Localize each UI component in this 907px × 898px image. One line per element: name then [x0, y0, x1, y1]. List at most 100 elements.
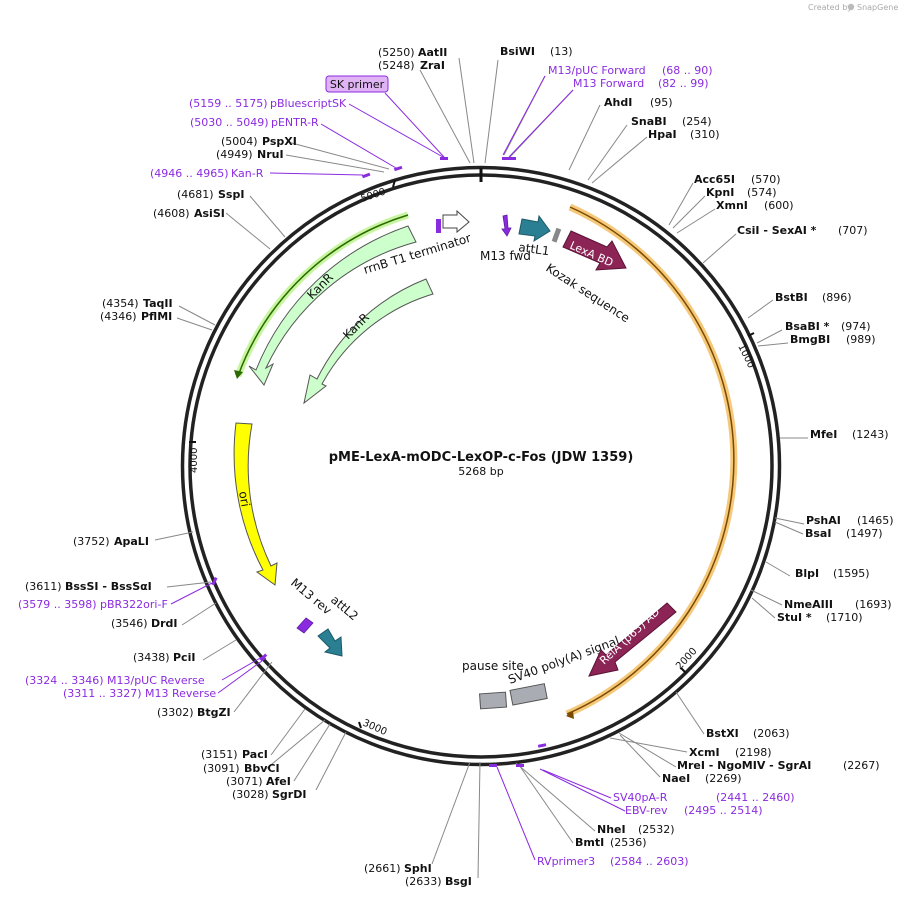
primer-pos: (68 .. 90)	[662, 64, 713, 77]
feature-m13fwd[interactable]: M13 fwd	[480, 214, 531, 263]
site-pos: (5004)	[221, 135, 258, 148]
site-name: ZraI	[420, 59, 445, 72]
site-name: BtgZI	[197, 706, 231, 719]
site-name: TaqII	[143, 297, 173, 310]
site-pos: (574)	[747, 186, 777, 199]
site-name: Acc65I	[694, 173, 735, 186]
leader-lines	[154, 57, 808, 879]
site-name: NheI	[597, 823, 626, 836]
site-pos: (570)	[751, 173, 781, 186]
site-pos: (254)	[682, 115, 712, 128]
primer-name: pBluescriptSK	[270, 97, 347, 110]
primer-pos: (5030 .. 5049)	[190, 116, 269, 129]
site-name: HpaI	[648, 128, 677, 141]
site-pos: (3028)	[232, 788, 269, 801]
primer-name: M13/pUC Forward	[548, 64, 646, 77]
primer-pos: (2441 .. 2460)	[716, 791, 795, 804]
sk-primer-label: SK primer	[330, 78, 385, 91]
feature-label-m13fwd: M13 fwd	[480, 249, 531, 263]
site-name: PshAI	[806, 514, 841, 527]
primer-name: M13 Forward	[573, 77, 644, 90]
site-name: SphI	[404, 862, 432, 875]
site-name: KpnI	[706, 186, 734, 199]
primer-pos: (4946 .. 4965)	[150, 167, 229, 180]
plasmid-name: pME-LexA-mODC-LexOP-c-Fos (JDW 1359)	[329, 450, 634, 465]
site-name: AsiSI	[194, 207, 225, 220]
site-name: NaeI	[662, 772, 690, 785]
site-pos: (600)	[764, 199, 794, 212]
site-name: BssSI - BssSαI	[65, 580, 152, 593]
site-name: SnaBI	[631, 115, 667, 128]
feature-label-m13rev: M13 rev	[288, 576, 334, 618]
plasmid-length: 5268 bp	[458, 465, 503, 478]
feature-kanr-inner[interactable]: KanR	[303, 278, 434, 405]
feature-pause-site[interactable]: pause site	[462, 659, 524, 710]
site-name: BsgI	[445, 875, 472, 888]
site-name: SspI	[218, 188, 244, 201]
primer-name: RVprimer3	[537, 855, 595, 868]
primer-pos: (3579 .. 3598)	[18, 598, 97, 611]
site-name: BsiWI	[500, 45, 535, 58]
tick-5000: 5000	[360, 179, 396, 205]
site-name: BstXI	[706, 727, 739, 740]
feature-ori[interactable]: ori	[233, 422, 278, 586]
site-pos: (1693)	[855, 598, 892, 611]
site-pos: (2267)	[843, 759, 880, 772]
site-pos: (3071)	[226, 775, 263, 788]
site-pos: (1497)	[846, 527, 883, 540]
site-name: BsaI	[805, 527, 831, 540]
site-name: XmnI	[716, 199, 748, 212]
site-pos: (4608)	[153, 207, 190, 220]
site-name: BmtI	[575, 836, 604, 849]
site-pos: (3151)	[201, 748, 238, 761]
primer-markers	[211, 157, 547, 767]
primer-name: SV40pA-R	[613, 791, 668, 804]
primer-name: M13/pUC Reverse	[107, 674, 205, 687]
site-name: BsaBI *	[785, 320, 830, 333]
site-pos: (3752)	[73, 535, 110, 548]
primer-leader-lines	[170, 75, 626, 861]
primer-pos: (3311 .. 3327)	[63, 687, 142, 700]
primer-name: Kan-R	[231, 167, 264, 180]
feature-m13rev[interactable]: M13 rev	[288, 576, 334, 634]
site-name: PacI	[242, 748, 268, 761]
site-name: BlpI	[795, 567, 819, 580]
feature-attl1[interactable]: attL1	[518, 214, 551, 258]
site-pos: (1465)	[857, 514, 894, 527]
site-name: AhdI	[604, 96, 632, 109]
site-pos: (3546)	[111, 617, 148, 630]
site-pos: (3438)	[133, 651, 170, 664]
site-pos: (896)	[822, 291, 852, 304]
site-name: AatII	[418, 46, 447, 59]
tick-2000: 2000	[674, 646, 700, 674]
site-pos: (1595)	[833, 567, 870, 580]
site-pos: (3611)	[25, 580, 62, 593]
primer-pos: (82 .. 99)	[658, 77, 709, 90]
sk-primer-badge[interactable]: SK primer	[325, 75, 389, 93]
site-pos: (3091)	[203, 762, 240, 775]
site-pos: (5250)	[378, 46, 415, 59]
site-pos: (2063)	[753, 727, 790, 740]
site-pos: (707)	[838, 224, 868, 237]
site-name: PspXI	[262, 135, 297, 148]
primer-name: M13 Reverse	[145, 687, 216, 700]
site-name: MreI - NgoMIV - SgrAI	[677, 759, 811, 772]
site-pos: (3302)	[157, 706, 194, 719]
tick-label: 4000	[189, 448, 200, 473]
site-pos: (4346)	[100, 310, 137, 323]
site-name: BmgBI	[790, 333, 830, 346]
site-name: NmeAIII	[784, 598, 833, 611]
credit-brand: SnapGene	[857, 3, 898, 12]
site-name: NruI	[257, 148, 284, 161]
primer-pos: (2495 .. 2514)	[684, 804, 763, 817]
site-pos: (5248)	[378, 59, 415, 72]
primer-pos: (5159 .. 5175)	[189, 97, 268, 110]
primer-pos: (3324 .. 3346)	[25, 674, 104, 687]
kozak-marker	[551, 227, 562, 243]
feature-label-ori: ori	[236, 490, 252, 508]
site-name: SgrDI	[272, 788, 306, 801]
primer-name: pENTR-R	[271, 116, 319, 129]
site-pos: (95)	[650, 96, 673, 109]
site-name: PciI	[173, 651, 195, 664]
